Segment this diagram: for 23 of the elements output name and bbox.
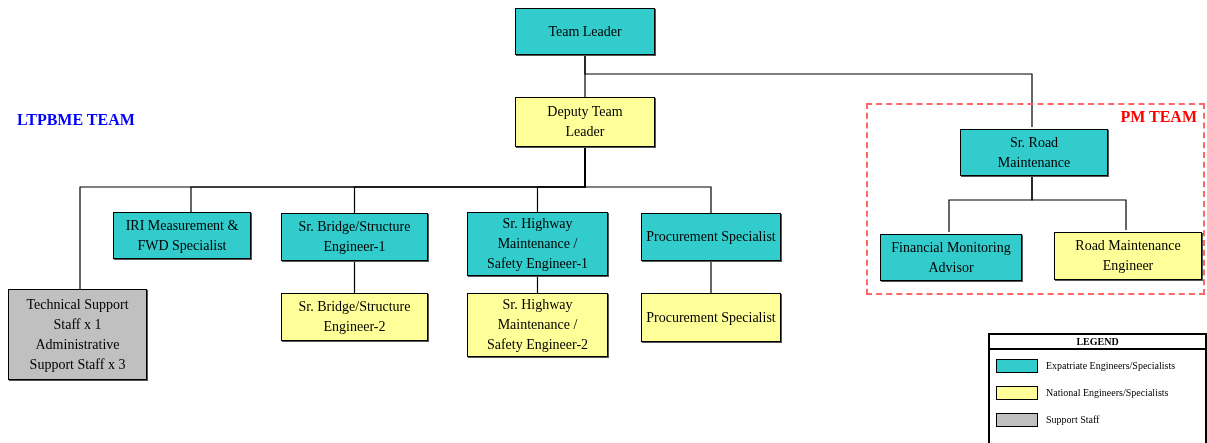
role-box: IRI Measurement & FWD Specialist bbox=[113, 212, 251, 259]
role-box: Procurement Specialist bbox=[641, 293, 781, 342]
role-box: Sr. Bridge/Structure Engineer-1 bbox=[281, 213, 428, 261]
role-box: Sr. Highway Maintenance / Safety Engineer-1 bbox=[467, 212, 608, 276]
role-box: Sr. Road Maintenance bbox=[960, 129, 1108, 176]
team-region bbox=[866, 103, 1205, 295]
legend-text: National Engineers/Specialists bbox=[1046, 386, 1169, 400]
role-box: Deputy Team Leader bbox=[515, 97, 655, 147]
connector-line bbox=[710, 260, 712, 294]
role-box: Procurement Specialist bbox=[641, 213, 781, 261]
role-box: Sr. Bridge/Structure Engineer-2 bbox=[281, 293, 428, 341]
connector-line bbox=[353, 260, 356, 294]
connector-line bbox=[584, 54, 1033, 128]
role-box: Financial Monitoring Advisor bbox=[880, 234, 1022, 281]
role-box: Road Maintenance Engineer bbox=[1054, 232, 1202, 280]
team-heading: PM TEAM bbox=[1120, 109, 1197, 125]
legend-text: Support Staff bbox=[1046, 413, 1100, 427]
legend-title: LEGEND bbox=[990, 335, 1205, 350]
role-box: Technical Support Staff x 1 Administrative Support Staff x 3 bbox=[8, 289, 147, 380]
role-box: Sr. Highway Maintenance / Safety Engineer-2 bbox=[467, 293, 608, 357]
role-box: Team Leader bbox=[515, 8, 655, 55]
team-heading: LTPBME TEAM bbox=[17, 110, 135, 130]
legend-text: Expatriate Engineers/Specialists bbox=[1046, 359, 1176, 373]
